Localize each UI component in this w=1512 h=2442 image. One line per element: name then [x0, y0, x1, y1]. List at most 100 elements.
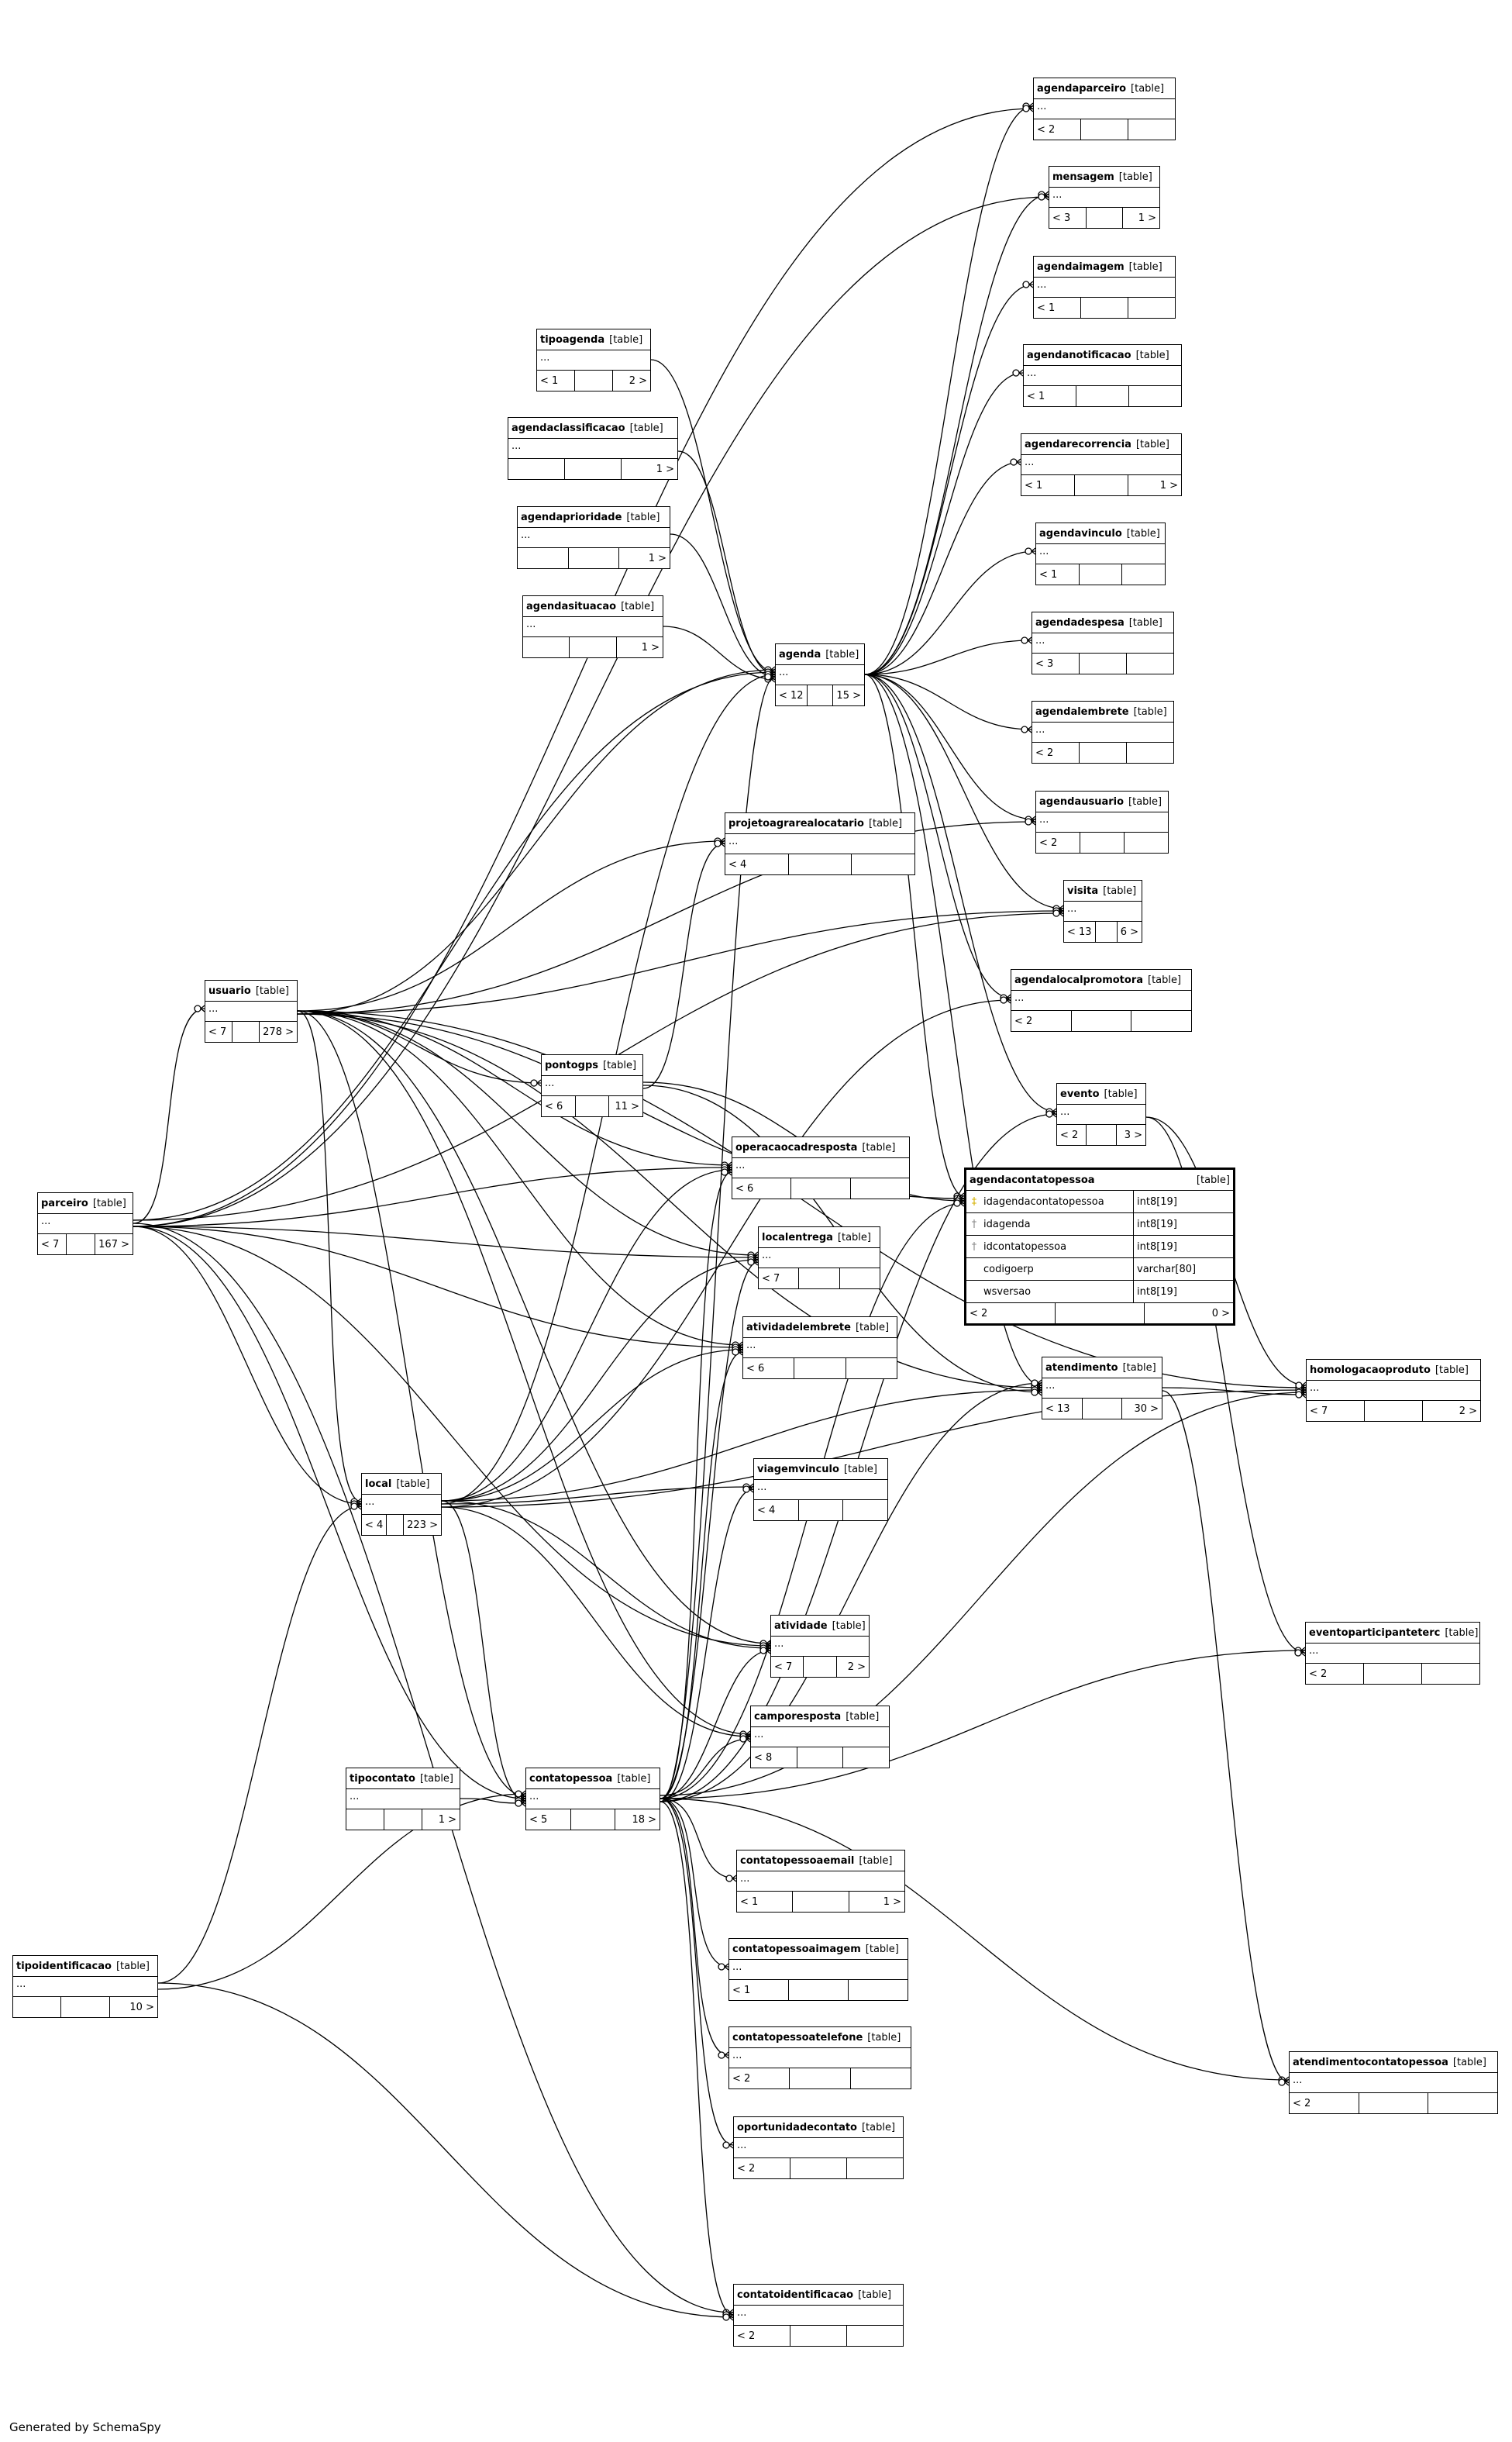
child-count[interactable]: < 7	[771, 1657, 804, 1677]
columns-collapsed[interactable]: ...	[346, 1789, 460, 1809]
columns-collapsed[interactable]: ...	[725, 834, 914, 854]
table-contatopessoatelefone[interactable]: contatopessoatelefone[table]...< 2	[728, 2026, 911, 2089]
parent-count[interactable]	[1127, 743, 1173, 763]
parent-count[interactable]: 1 >	[641, 641, 660, 654]
child-count[interactable]: < 2	[734, 2326, 790, 2346]
parent-count[interactable]: 10 >	[129, 2001, 154, 2013]
columns-collapsed[interactable]: ...	[1021, 455, 1181, 475]
table-atendimentocontatopessoa[interactable]: atendimentocontatopessoa[table]...< 2	[1289, 2051, 1498, 2114]
columns-collapsed[interactable]: ...	[771, 1637, 869, 1657]
parent-count[interactable]: 18 >	[632, 1813, 657, 1826]
columns-collapsed[interactable]: ...	[1032, 633, 1173, 654]
child-count[interactable]	[508, 459, 565, 479]
parent-count[interactable]: 6 >	[1120, 926, 1138, 938]
table-agendasituacao[interactable]: agendasituacao[table]...1 >	[522, 595, 663, 658]
child-count[interactable]: < 6	[542, 1096, 576, 1116]
child-count[interactable]: < 2	[1290, 2093, 1359, 2113]
parent-count[interactable]	[1127, 654, 1173, 674]
child-count[interactable]: < 7	[1307, 1401, 1365, 1421]
columns-collapsed[interactable]: ...	[1032, 723, 1173, 743]
table-contatoidentificacao[interactable]: contatoidentificacao[table]...< 2	[733, 2284, 904, 2347]
columns-collapsed[interactable]: ...	[526, 1789, 660, 1809]
child-count[interactable]: < 2	[966, 1303, 1056, 1323]
columns-collapsed[interactable]: ...	[542, 1076, 642, 1096]
child-count[interactable]: < 1	[1021, 475, 1075, 495]
parent-count[interactable]	[851, 1178, 909, 1199]
table-agendanotificacao[interactable]: agendanotificacao[table]...< 1	[1023, 344, 1182, 407]
parent-count[interactable]	[1422, 1664, 1479, 1684]
child-count[interactable]: < 2	[734, 2158, 790, 2178]
table-agendalembrete[interactable]: agendalembrete[table]...< 2	[1032, 701, 1174, 764]
child-count[interactable]: < 1	[537, 371, 575, 391]
child-count[interactable]: < 1	[729, 1980, 789, 2000]
parent-count[interactable]: 15 >	[836, 689, 861, 702]
child-count[interactable]: < 12	[776, 685, 808, 705]
columns-collapsed[interactable]: ...	[729, 2048, 911, 2068]
columns-collapsed[interactable]: ...	[1290, 2073, 1497, 2093]
columns-collapsed[interactable]: ...	[1036, 544, 1165, 564]
parent-count[interactable]: 1 >	[1138, 212, 1157, 224]
columns-collapsed[interactable]: ...	[1034, 278, 1175, 298]
columns-collapsed[interactable]: ...	[537, 350, 650, 371]
columns-collapsed[interactable]: ...	[737, 1871, 904, 1892]
child-count[interactable]: < 2	[1011, 1011, 1072, 1031]
child-count[interactable]: < 8	[751, 1747, 797, 1768]
parent-count[interactable]	[1128, 119, 1175, 140]
table-atividadelembrete[interactable]: atividadelembrete[table]...< 6	[742, 1316, 897, 1379]
columns-collapsed[interactable]: ...	[732, 1158, 909, 1178]
columns-collapsed[interactable]: ...	[1307, 1381, 1480, 1401]
child-count[interactable]: < 7	[759, 1268, 800, 1288]
table-camporesposta[interactable]: camporesposta[table]...< 8	[750, 1706, 890, 1768]
columns-collapsed[interactable]: ...	[523, 617, 663, 637]
child-count[interactable]	[346, 1809, 384, 1830]
parent-count[interactable]	[840, 1268, 880, 1288]
child-count[interactable]: < 6	[732, 1178, 792, 1199]
columns-collapsed[interactable]: ...	[508, 439, 677, 459]
child-count[interactable]	[13, 1997, 62, 2017]
parent-count[interactable]: 3 >	[1124, 1129, 1142, 1141]
parent-count[interactable]: 0 >	[1211, 1307, 1230, 1319]
table-agendalocalpromotora[interactable]: agendalocalpromotora[table]...< 2	[1011, 969, 1192, 1032]
parent-count[interactable]	[847, 2326, 903, 2346]
parent-count[interactable]: 1 >	[883, 1895, 901, 1908]
child-count[interactable]: < 1	[737, 1892, 794, 1912]
child-count[interactable]: < 1	[1036, 564, 1080, 585]
child-count[interactable]: < 2	[1032, 743, 1080, 763]
table-agendausuario[interactable]: agendausuario[table]...< 2	[1035, 791, 1169, 854]
parent-count[interactable]	[843, 1747, 889, 1768]
table-viagemvinculo[interactable]: viagemvinculo[table]...< 4	[753, 1458, 888, 1521]
parent-count[interactable]	[846, 1358, 897, 1378]
parent-count[interactable]: 2 >	[629, 374, 647, 387]
columns-collapsed[interactable]: ...	[1011, 991, 1191, 1011]
table-agendacontatopessoa[interactable]: agendacontatopessoa[table]‡idagendaconta…	[964, 1168, 1235, 1326]
table-agendaprioridade[interactable]: agendaprioridade[table]...1 >	[517, 506, 670, 569]
table-localentrega[interactable]: localentrega[table]...< 7	[758, 1226, 880, 1289]
parent-count[interactable]	[851, 2068, 911, 2088]
parent-count[interactable]: 11 >	[615, 1100, 640, 1112]
columns-collapsed[interactable]: ...	[1057, 1105, 1145, 1125]
parent-count[interactable]	[1428, 2093, 1497, 2113]
child-count[interactable]: < 13	[1042, 1399, 1083, 1419]
table-agendavinculo[interactable]: agendavinculo[table]...< 1	[1035, 523, 1166, 585]
parent-count[interactable]	[1122, 564, 1165, 585]
child-count[interactable]: < 4	[725, 854, 789, 874]
table-eventoparticipanteterc[interactable]: eventoparticipanteterc[table]...< 2	[1305, 1622, 1480, 1685]
parent-count[interactable]	[1125, 833, 1168, 853]
parent-count[interactable]	[1131, 1011, 1191, 1031]
columns-collapsed[interactable]: ...	[1049, 188, 1159, 208]
columns-collapsed[interactable]: ...	[743, 1338, 897, 1358]
child-count[interactable]: < 5	[526, 1809, 571, 1830]
